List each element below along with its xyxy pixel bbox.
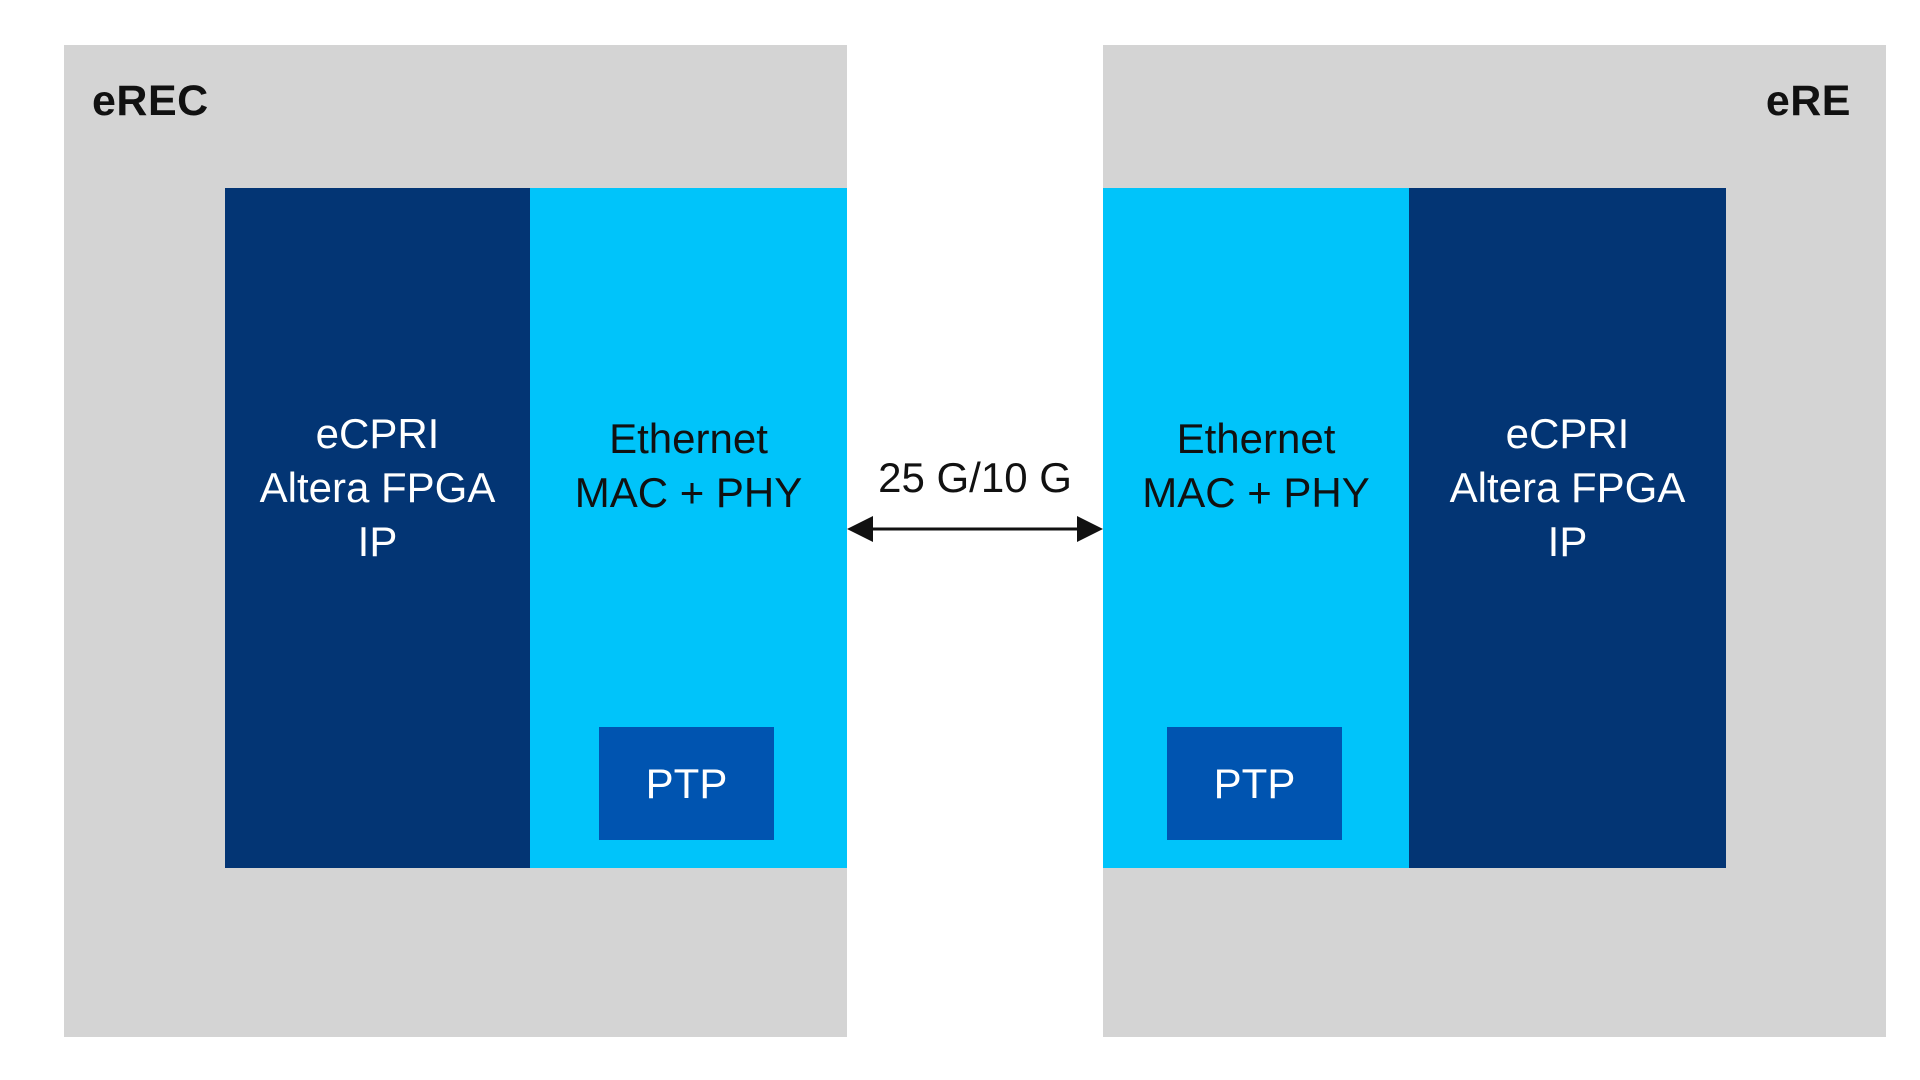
erec-ecpri-line: IP <box>357 518 398 565</box>
erec-title: eREC <box>92 77 209 125</box>
bidirectional-arrow-icon <box>847 516 1103 542</box>
erec-ecpri-line: Altera FPGA <box>259 464 496 511</box>
erec-ecpri-block: eCPRI Altera FPGA IP <box>225 188 530 868</box>
ere-ecpri-block: eCPRI Altera FPGA IP <box>1409 188 1726 868</box>
ere-ptp-block: PTP <box>1167 727 1342 840</box>
ere-ecpri-line: IP <box>1547 518 1588 565</box>
erec-ethernet-line: MAC + PHY <box>574 469 803 516</box>
arrow-left-head <box>847 516 873 542</box>
erec-ecpri-line: eCPRI <box>315 410 440 457</box>
ere-ethernet-line: Ethernet <box>1176 415 1336 462</box>
arrow-right-head <box>1077 516 1103 542</box>
link-speed-label: 25 G/10 G <box>878 454 1072 501</box>
ere-ecpri-line: eCPRI <box>1505 410 1630 457</box>
ere-title: eRE <box>1765 77 1851 125</box>
erec-ethernet-line: Ethernet <box>609 415 768 462</box>
ere-ecpri-line: Altera FPGA <box>1449 464 1686 511</box>
ere-ethernet-line: MAC + PHY <box>1142 469 1370 516</box>
erec-ptp-block: PTP <box>599 727 774 840</box>
ere-ptp-label: PTP <box>1213 759 1296 807</box>
erec-ptp-label: PTP <box>645 759 728 807</box>
